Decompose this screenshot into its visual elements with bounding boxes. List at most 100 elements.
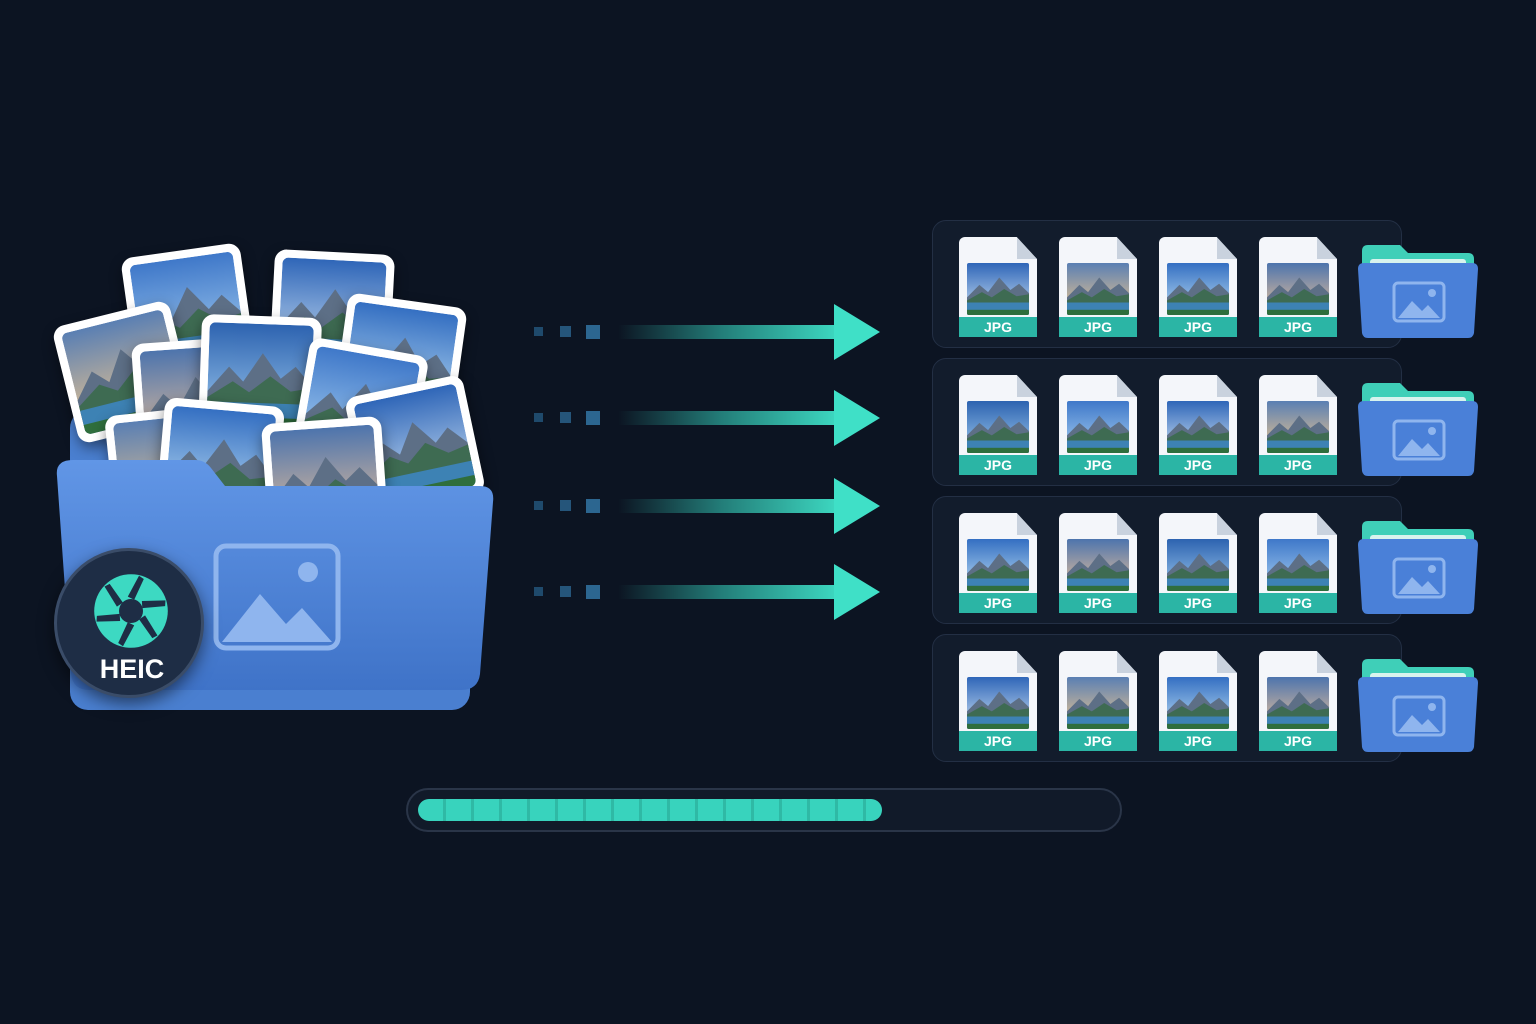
- output-row: JPG JPG JPG JPG: [932, 358, 1478, 486]
- jpg-thumbnail: [1067, 401, 1129, 453]
- page-fold: [1317, 513, 1337, 535]
- output-row: JPG JPG JPG JPG: [932, 496, 1478, 624]
- heic-source-folder: HEIC: [40, 230, 510, 710]
- jpg-label: JPG: [1159, 593, 1237, 613]
- jpg-label: JPG: [1159, 731, 1237, 751]
- progress-fill: [418, 799, 882, 821]
- page-fold: [1217, 237, 1237, 259]
- image-folder-icon: [1356, 519, 1480, 615]
- image-folder-icon: [1356, 243, 1480, 339]
- jpg-label: JPG: [959, 593, 1037, 613]
- jpg-file-icon: JPG: [1159, 375, 1237, 475]
- jpg-label: JPG: [1059, 593, 1137, 613]
- jpg-thumbnail: [1167, 401, 1229, 453]
- jpg-label: JPG: [1259, 455, 1337, 475]
- arrow-head-icon: [834, 304, 880, 360]
- arrow-shaft: [618, 325, 848, 339]
- jpg-file-icon: JPG: [959, 375, 1037, 475]
- jpg-thumbnail: [1167, 677, 1229, 729]
- page-fold: [1217, 513, 1237, 535]
- jpg-label: JPG: [1059, 455, 1137, 475]
- conversion-arrow: [534, 390, 884, 446]
- jpg-file-icon: JPG: [959, 513, 1037, 613]
- arrow-dot: [560, 586, 571, 597]
- arrow-shaft: [618, 499, 848, 513]
- page-fold: [1117, 651, 1137, 673]
- jpg-thumbnail: [967, 539, 1029, 591]
- page-fold: [1017, 513, 1037, 535]
- page-fold: [1017, 375, 1037, 397]
- jpg-label: JPG: [959, 317, 1037, 337]
- jpg-file-icon: JPG: [1159, 237, 1237, 337]
- image-folder-icon: [1356, 381, 1480, 477]
- arrow-dot: [586, 585, 600, 599]
- jpg-file-icon: JPG: [1059, 237, 1137, 337]
- jpg-thumbnail: [1267, 401, 1329, 453]
- page-fold: [1217, 375, 1237, 397]
- arrow-head-icon: [834, 564, 880, 620]
- arrow-dot: [560, 326, 571, 337]
- aperture-icon: [91, 571, 171, 651]
- jpg-label: JPG: [1159, 317, 1237, 337]
- conversion-arrow: [534, 304, 884, 360]
- jpg-thumbnail: [1267, 263, 1329, 315]
- jpg-thumbnail: [1167, 539, 1229, 591]
- jpg-file-icon: JPG: [1259, 237, 1337, 337]
- jpg-file-icon: JPG: [1159, 513, 1237, 613]
- jpg-label: JPG: [1159, 455, 1237, 475]
- jpg-label: JPG: [1059, 731, 1137, 751]
- arrow-dot: [534, 587, 543, 596]
- arrow-dot: [560, 412, 571, 423]
- jpg-thumbnail: [1167, 263, 1229, 315]
- page-fold: [1317, 651, 1337, 673]
- heic-badge: HEIC: [54, 548, 204, 698]
- jpg-file-icon: JPG: [1059, 651, 1137, 751]
- arrow-dot: [534, 327, 543, 336]
- arrow-head-icon: [834, 478, 880, 534]
- page-fold: [1017, 237, 1037, 259]
- page-fold: [1117, 375, 1137, 397]
- arrow-shaft: [618, 411, 848, 425]
- output-row: JPG JPG JPG JPG: [932, 220, 1478, 348]
- arrow-dot: [586, 325, 600, 339]
- jpg-label: JPG: [959, 455, 1037, 475]
- page-fold: [1117, 513, 1137, 535]
- arrow-dot: [560, 500, 571, 511]
- jpg-file-icon: JPG: [1259, 513, 1337, 613]
- arrow-shaft: [618, 585, 848, 599]
- jpg-label: JPG: [1259, 317, 1337, 337]
- arrow-dot: [534, 413, 543, 422]
- jpg-thumbnail: [967, 677, 1029, 729]
- jpg-file-icon: JPG: [1059, 513, 1137, 613]
- jpg-thumbnail: [1267, 539, 1329, 591]
- progress-bar: [406, 788, 1122, 832]
- jpg-thumbnail: [967, 263, 1029, 315]
- jpg-label: JPG: [1259, 731, 1337, 751]
- jpg-file-icon: JPG: [1259, 651, 1337, 751]
- jpg-file-icon: JPG: [1259, 375, 1337, 475]
- image-icon: [212, 542, 342, 652]
- arrow-head-icon: [834, 390, 880, 446]
- jpg-thumbnail: [1067, 677, 1129, 729]
- arrow-dot: [586, 411, 600, 425]
- conversion-arrow: [534, 564, 884, 620]
- arrow-dot: [534, 501, 543, 510]
- jpg-thumbnail: [1067, 539, 1129, 591]
- jpg-file-icon: JPG: [1059, 375, 1137, 475]
- jpg-file-icon: JPG: [959, 651, 1037, 751]
- conversion-arrow: [534, 478, 884, 534]
- jpg-label: JPG: [1259, 593, 1337, 613]
- output-row: JPG JPG JPG JPG: [932, 634, 1478, 762]
- heic-label: HEIC: [99, 654, 165, 684]
- jpg-file-icon: JPG: [1159, 651, 1237, 751]
- page-fold: [1317, 375, 1337, 397]
- jpg-file-icon: JPG: [959, 237, 1037, 337]
- jpg-thumbnail: [967, 401, 1029, 453]
- jpg-thumbnail: [1067, 263, 1129, 315]
- page-fold: [1017, 651, 1037, 673]
- page-fold: [1217, 651, 1237, 673]
- page-fold: [1117, 237, 1137, 259]
- arrow-dot: [586, 499, 600, 513]
- page-fold: [1317, 237, 1337, 259]
